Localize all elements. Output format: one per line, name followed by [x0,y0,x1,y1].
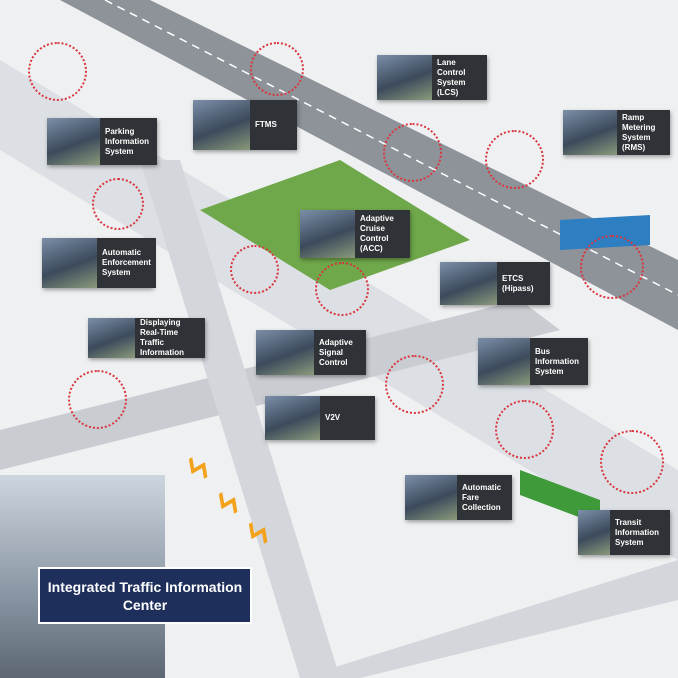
highlight-ring [580,235,644,299]
highlight-ring [600,430,664,494]
highlight-ring [315,262,369,316]
highlight-ring [383,123,442,182]
card-parking: Parking Information System [47,118,157,165]
card-realtime: Displaying Real-Time Traffic Information [88,318,205,358]
highlight-ring [28,42,87,101]
highlight-ring [230,245,279,294]
road-vertical [140,160,340,678]
highlight-ring [485,130,544,189]
road-bottom [300,560,678,678]
card-transit: Transit Information System [578,510,670,555]
highlight-ring [68,370,127,429]
road-cross [0,300,560,470]
card-signal: Adaptive Signal Control [256,330,366,375]
card-bis: Bus Information System [478,338,588,385]
card-fare: Automatic Fare Collection [405,475,512,520]
highlight-ring [495,400,554,459]
highlight-ring [385,355,444,414]
card-lcs: Lane Control System (LCS) [377,55,487,100]
highlight-ring [92,178,144,230]
card-enforcement: Automatic Enforcement System [42,238,156,288]
card-acc: Adaptive Cruise Control (ACC) [300,210,410,258]
card-etcs: ETCS (Hipass) [440,262,550,305]
card-ftms: FTMS [193,100,297,150]
card-rms: Ramp Metering System (RMS) [563,110,670,155]
title-banner: Integrated Traffic Information Center [38,567,252,624]
card-v2v: V2V [265,396,375,440]
highway [60,0,678,330]
highlight-ring [250,42,304,96]
